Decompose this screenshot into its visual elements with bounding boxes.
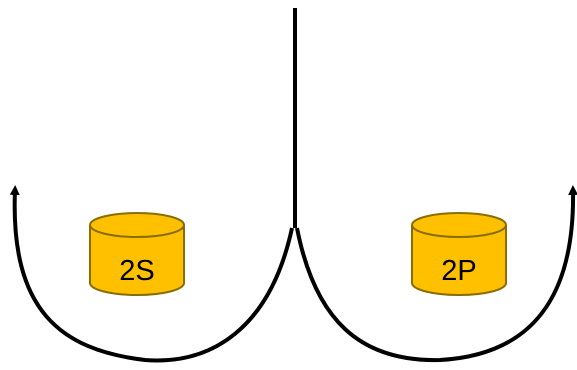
cylinder-2s-label: 2S <box>119 255 154 287</box>
cylinder-2s: 2S <box>89 212 185 296</box>
cylinder-2p-label: 2P <box>441 255 476 287</box>
cylinder-2s-body <box>89 225 185 296</box>
right-curved-arrow <box>295 185 577 363</box>
cylinder-2p-top <box>411 212 507 238</box>
cylinder-2p: 2P <box>411 212 507 296</box>
cylinder-2p-body <box>411 225 507 296</box>
left-curved-arrow <box>9 185 294 363</box>
cylinder-2s-top <box>89 212 185 238</box>
